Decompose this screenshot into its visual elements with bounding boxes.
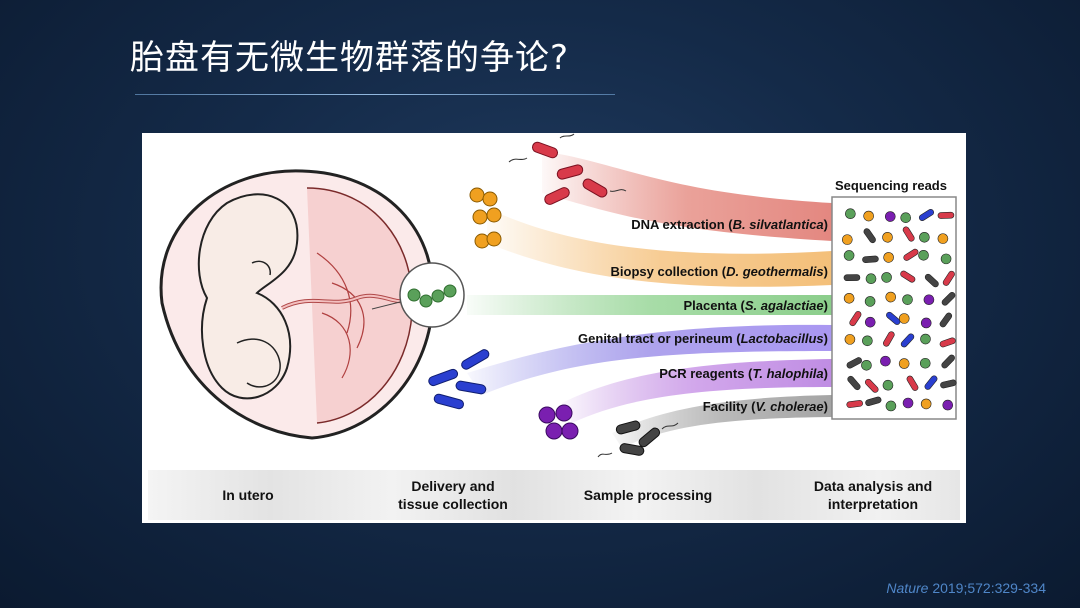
read-microbe (919, 357, 931, 369)
blue-bacteria-cluster (428, 349, 490, 410)
read-microbe (900, 333, 915, 348)
read-microbe (865, 273, 877, 285)
band-dna-extraction (542, 151, 832, 241)
fetus-illustration (159, 169, 435, 440)
read-microbe (882, 379, 894, 391)
stage-sample-processing: Sample processing (583, 487, 713, 503)
label-dna-extraction: DNA extraction (B. silvatlantica) (631, 217, 828, 232)
stage-in-utero: In utero (222, 487, 274, 503)
read-microbe (849, 311, 862, 327)
read-microbe (846, 357, 863, 369)
read-microbe (940, 253, 952, 265)
read-microbe (842, 234, 853, 245)
read-microbe (843, 250, 855, 261)
read-microbe (939, 312, 953, 328)
read-microbe (920, 333, 931, 345)
read-microbe (942, 270, 955, 286)
sequencing-reads-box (831, 196, 957, 420)
read-microbe (940, 379, 957, 389)
read-microbe (924, 375, 938, 390)
read-microbe (885, 400, 897, 412)
read-microbe (883, 252, 894, 263)
read-microbe (864, 316, 876, 328)
read-microbe (906, 375, 919, 391)
band-pcr (562, 359, 832, 423)
sequencing-reads-title: Sequencing reads (835, 178, 947, 193)
read-microbe (903, 248, 919, 261)
read-microbe (918, 209, 934, 221)
read-microbe (902, 226, 915, 242)
read-microbe (902, 397, 914, 409)
read-microbe (862, 255, 879, 263)
read-microbe (843, 274, 861, 282)
read-microbe (898, 358, 910, 369)
purple-cocci-cluster (538, 404, 579, 440)
band-placenta (467, 295, 832, 315)
read-microbe (882, 232, 893, 243)
read-microbe (865, 396, 882, 406)
read-microbe (843, 292, 855, 304)
read-microbe (898, 313, 910, 324)
read-microbe (939, 337, 956, 348)
read-microbe (863, 228, 876, 244)
read-microbe (924, 273, 939, 288)
gray-bacteria-cluster (597, 420, 679, 458)
read-microbe (937, 233, 949, 244)
read-microbe (864, 378, 879, 393)
read-microbe (861, 359, 872, 371)
placenta-magnifier (371, 262, 465, 328)
read-microbe (846, 400, 863, 408)
contamination-bands (467, 151, 832, 448)
label-genital-tract: Genital tract or perineum (Lactobacillus… (578, 331, 828, 346)
read-microbe (900, 270, 916, 283)
label-placenta: Placenta (S. agalactiae) (683, 298, 828, 313)
band-genital (467, 324, 832, 395)
read-microbe (883, 331, 895, 347)
read-microbe (862, 335, 873, 347)
read-microbe (884, 211, 896, 222)
slide-title: 胎盘有无微生物群落的争论? (130, 38, 570, 78)
band-facility (612, 395, 832, 448)
read-microbe (880, 355, 891, 367)
orange-cocci-cluster (469, 187, 502, 249)
read-microbe (920, 398, 932, 410)
figure-panel: Sequencing reads DNA extraction (B. silv… (142, 133, 966, 523)
read-microbe (864, 296, 876, 307)
read-microbe (920, 317, 932, 329)
read-microbe (919, 231, 930, 243)
read-microbe (886, 311, 901, 325)
read-microbe (923, 294, 935, 306)
read-microbe (881, 272, 892, 283)
read-microbe (844, 334, 856, 345)
read-microbe (847, 375, 861, 391)
read-microbe (885, 291, 897, 303)
red-bacteria-cluster (508, 133, 627, 205)
read-microbe (900, 212, 912, 223)
read-microbe (902, 294, 913, 305)
read-microbe (942, 399, 954, 411)
read-microbe (941, 291, 956, 306)
label-facility: Facility (V. cholerae) (702, 399, 828, 414)
title-divider (135, 94, 615, 95)
read-microbe (941, 354, 955, 369)
read-microbe (918, 249, 929, 261)
diagram-graphic (159, 133, 957, 458)
band-biopsy (487, 208, 832, 287)
read-microbe (937, 211, 955, 219)
label-biopsy-collection: Biopsy collection (D. geothermalis) (610, 264, 828, 279)
label-pcr-reagents: PCR reagents (T. halophila) (659, 366, 828, 381)
read-microbe (845, 208, 856, 219)
read-microbe (863, 210, 874, 222)
citation: Nature 2019;572:329-334 (886, 580, 1046, 596)
